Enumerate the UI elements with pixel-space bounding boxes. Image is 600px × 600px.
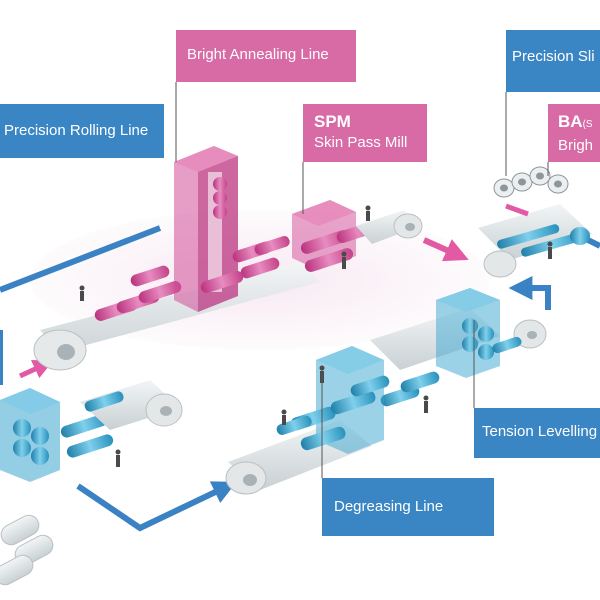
label-spm-title: SPM [314, 112, 351, 131]
label-ba: BA(S Brigh [548, 104, 600, 162]
label-ba-title-text: BA [558, 112, 583, 131]
label-ba-paren: (S [582, 119, 593, 130]
label-spm: SPM Skin Pass Mill [303, 104, 427, 162]
flow-arrow-right-edge [586, 237, 600, 249]
label-precision-rolling-line: Precision Rolling Line [0, 104, 164, 158]
label-precision-rolling-text: Precision Rolling Line [4, 122, 149, 139]
label-bright-annealing-text: Bright Annealing Line [187, 46, 329, 63]
precision-rolling-line-machine [0, 380, 183, 586]
degreasing-line-machine [225, 346, 390, 495]
flow-arrow-to-degreasing [76, 481, 237, 532]
label-precision-slitting: Precision Sli [506, 30, 600, 92]
label-spm-subtitle: Skin Pass Mill [314, 134, 408, 151]
precision-slitting-machine [478, 166, 592, 278]
tension-levelling-machine [370, 288, 547, 407]
label-tension-levelling: Tension Levelling [474, 408, 600, 458]
flow-arrow-top-left [0, 225, 162, 293]
label-degreasing-text: Degreasing Line [334, 498, 444, 515]
label-bright-annealing-line: Bright Annealing Line [176, 30, 356, 82]
flow-arrow-pink-to-slitter [422, 237, 469, 262]
bright-annealing-line-machine [33, 146, 320, 371]
label-ba-subtitle: Brigh [558, 137, 594, 154]
skin-pass-mill-machine [292, 200, 423, 272]
flow-arrow-to-slitting [508, 276, 551, 310]
label-degreasing-line: Degreasing Line [322, 478, 494, 536]
flow-arrow-pink-left [18, 359, 54, 379]
label-ba-title: BA(S [558, 111, 600, 136]
label-precision-slitting-text: Precision Sli [512, 48, 595, 65]
label-tension-levelling-text: Tension Levelling [482, 423, 598, 440]
worker-figures [79, 205, 553, 467]
